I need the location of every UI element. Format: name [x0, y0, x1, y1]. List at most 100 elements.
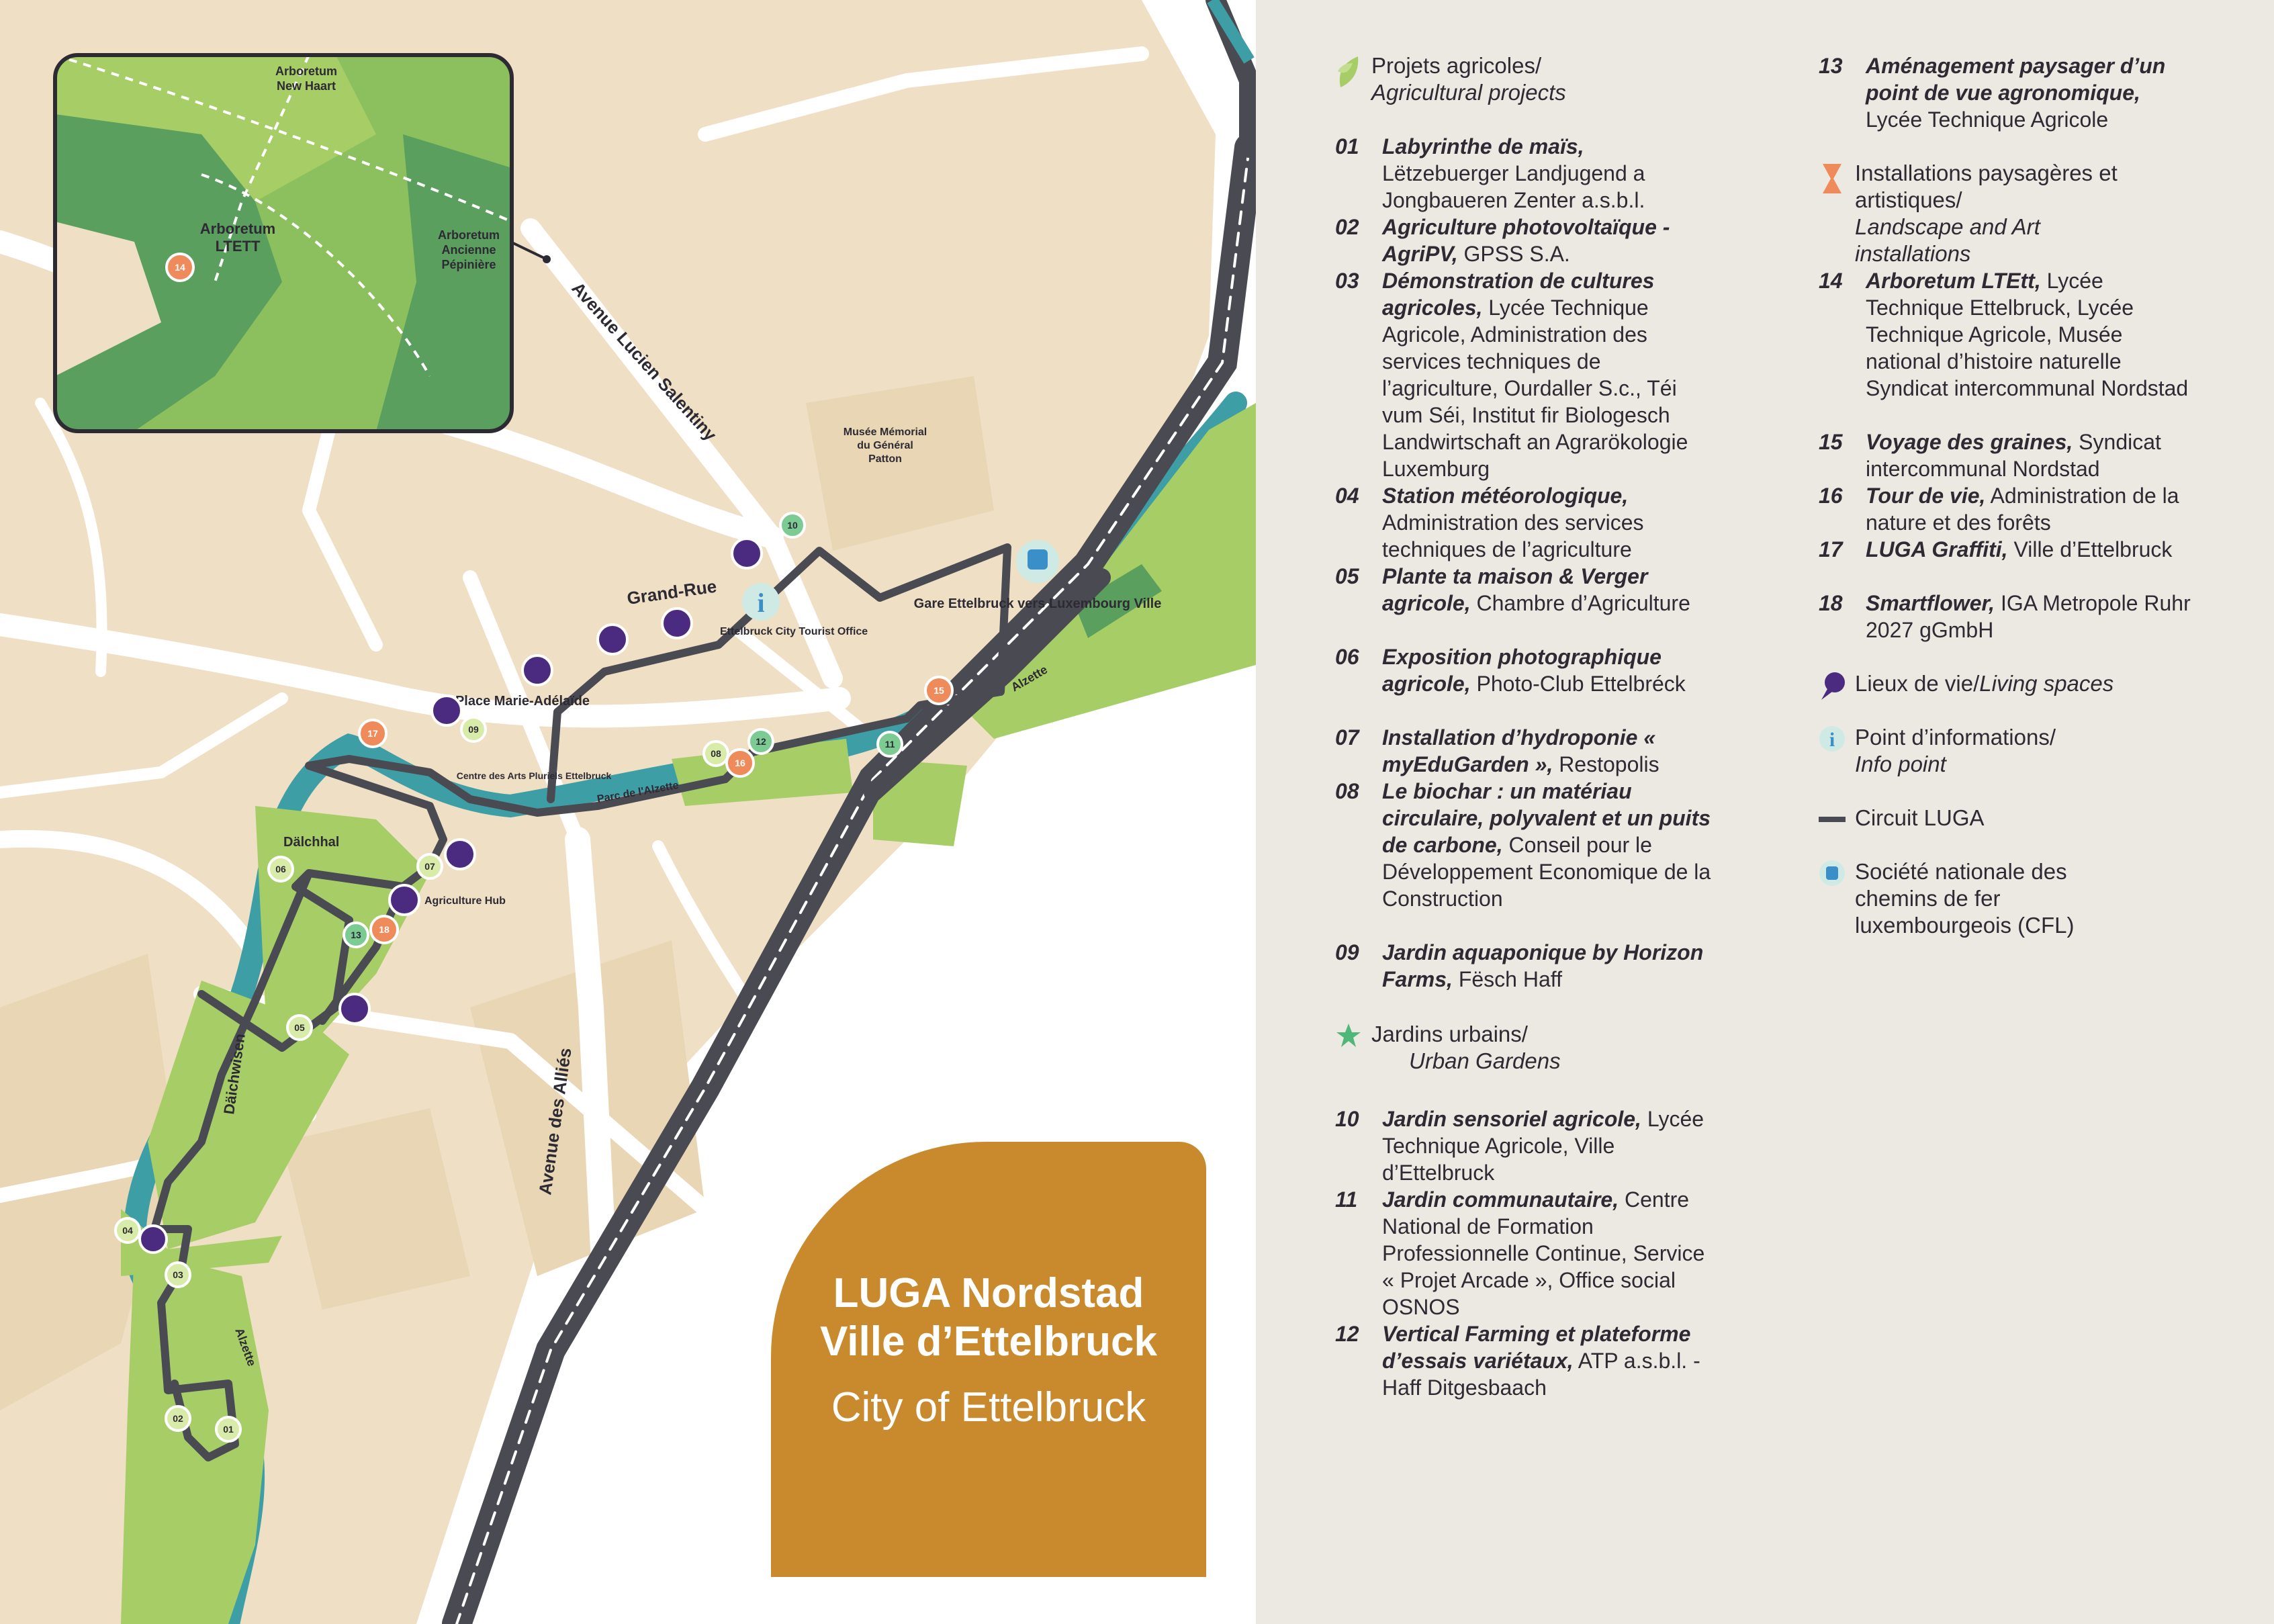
living-pin[interactable]	[338, 993, 371, 1025]
title-card: LUGA Nordstad Ville d’Ettelbruck City of…	[771, 1142, 1206, 1577]
entry-text: Voyage des graines, Syndicat intercommun…	[1866, 428, 2195, 482]
entry-partners: Ville d’Ettelbruck	[2007, 537, 2173, 561]
entry-partners: Conseil pour le Développement Economique…	[1382, 833, 1711, 911]
entry-title: Agriculture photovoltaïque - AgriPV,	[1382, 215, 1670, 266]
svg-text:i: i	[1829, 729, 1835, 751]
marker-agri-05[interactable]: 05	[286, 1014, 313, 1041]
svg-text:03: 03	[173, 1269, 183, 1280]
entry-text: Jardin communautaire, Centre National de…	[1382, 1186, 1711, 1320]
entry-number: 14	[1819, 269, 1843, 293]
entry-text: Labyrinthe de maïs, Lëtzebuerger Landjug…	[1382, 133, 1711, 214]
label-centre-arts: Centre des Arts Pluriels Ettelbruck	[457, 770, 612, 781]
entry-text: Aménagement paysager d’un point de vue a…	[1866, 52, 2195, 133]
pin-icon	[1821, 672, 1845, 700]
legend-cat-living: Lieux de vie/Living spaces	[1819, 670, 2113, 701]
living-pin[interactable]	[138, 1224, 168, 1254]
label-patton-museum-3: Patton	[868, 453, 902, 465]
train-icon	[1819, 860, 1845, 886]
entry-title: Station météorologique,	[1382, 484, 1629, 508]
entry-number: 11	[1335, 1187, 1358, 1212]
marker-art-16[interactable]: 16	[725, 748, 755, 778]
entry-text: Le biochar : un matériau circulaire, pol…	[1382, 778, 1711, 912]
entry-title: Exposition photographique agricole,	[1382, 645, 1662, 696]
marker-agri-04[interactable]: 04	[114, 1217, 141, 1244]
living-pin[interactable]	[521, 654, 553, 686]
entry-partners: ATP a.s.b.l. - Haff Ditgesbaach	[1382, 1349, 1700, 1400]
legend-entry-11: 11 Jardin communautaire, Centre National …	[1335, 1186, 1711, 1320]
marker-agri-08[interactable]: 08	[702, 740, 729, 767]
city-map: Avenue Lucien Salentiny Grand-Rue Avenue…	[0, 0, 1256, 1624]
living-pin[interactable]	[430, 694, 463, 727]
cat-info-alt: Info point	[1855, 752, 1946, 776]
svg-text:07: 07	[424, 861, 435, 872]
marker-agri-03[interactable]: 03	[165, 1261, 191, 1288]
marker-art-15[interactable]: 15	[924, 676, 954, 705]
living-pin[interactable]	[731, 537, 763, 570]
inset-map: Arboretum New Haart Arboretum LTETT Arbo…	[53, 53, 551, 433]
entry-partners: Lycée Technique Agricole	[1866, 107, 2109, 132]
entry-text: Jardin sensoriel agricole, Lycée Techniq…	[1382, 1106, 1711, 1186]
entry-partners: Fësch Haff	[1452, 967, 1562, 991]
entry-number: 09	[1335, 940, 1359, 964]
marker-agri-07[interactable]: 07	[416, 853, 443, 880]
star-icon	[1336, 1024, 1361, 1047]
cat-garden-label: Jardins urbains/	[1371, 1022, 1528, 1046]
info-point[interactable]: i	[742, 583, 780, 621]
entry-text: Tour de vie, Administration de la nature…	[1866, 482, 2195, 536]
svg-text:08: 08	[711, 748, 721, 759]
entry-title: Plante ta maison & Verger agricole,	[1382, 564, 1648, 615]
svg-text:17: 17	[367, 728, 378, 739]
info-icon: i	[757, 588, 764, 618]
marker-garden-11[interactable]: 11	[876, 731, 903, 758]
living-pin[interactable]	[444, 838, 476, 870]
entry-number: 03	[1335, 269, 1359, 293]
legend-entry-09: 09 Jardin aquaponique by Horizon Farms, …	[1335, 939, 1711, 993]
entry-number: 04	[1335, 484, 1359, 508]
marker-art-14[interactable]: 14	[165, 253, 195, 282]
entry-number: 05	[1335, 564, 1359, 588]
entry-partners: Photo-Club Ettelbréck	[1470, 672, 1686, 696]
svg-text:06: 06	[275, 864, 286, 874]
marker-art-17[interactable]: 17	[358, 719, 388, 748]
marker-agri-01[interactable]: 01	[215, 1416, 242, 1443]
river-north	[1207, 0, 1255, 64]
entry-text: Démonstration de cultures agricoles, Lyc…	[1382, 267, 1711, 482]
legend-cat-circuit: Circuit LUGA	[1819, 805, 1985, 833]
marker-garden-12[interactable]: 12	[747, 728, 774, 755]
cat-living-alt: Living spaces	[1979, 671, 2114, 696]
legend-panel: Projets agricoles/Agricultural projects …	[1256, 0, 2274, 1624]
living-pin[interactable]	[388, 884, 420, 916]
cat-cfl-label: Société nationale des chemins de fer lux…	[1855, 859, 2075, 938]
park-areas	[121, 403, 1256, 1624]
entry-partners: Administration des services techniques d…	[1382, 510, 1644, 561]
entry-text: Plante ta maison & Verger agricole, Cham…	[1382, 563, 1711, 617]
marker-garden-10[interactable]: 10	[779, 512, 806, 539]
marker-agri-02[interactable]: 02	[165, 1405, 191, 1432]
cat-living-label: Lieux de vie/	[1855, 671, 1980, 696]
entry-title: Jardin communautaire,	[1382, 1187, 1619, 1212]
cat-info-label: Point d’informations/	[1855, 725, 2056, 750]
marker-agri-06[interactable]: 06	[267, 856, 294, 883]
cat-agri-label: Projets agricoles/	[1371, 53, 1542, 78]
cat-art-label: Installations paysagères et artistiques/	[1855, 161, 2118, 212]
label-gare: Gare Ettelbruck vers Luxembourg Ville	[914, 596, 1162, 611]
train-station[interactable]	[1016, 540, 1059, 583]
entry-partners: Chambre d’Agriculture	[1470, 591, 1690, 615]
entry-title: Voyage des graines,	[1866, 430, 2073, 454]
marker-art-18[interactable]: 18	[369, 915, 399, 944]
living-pin[interactable]	[596, 623, 629, 656]
inset-label-ltett-1: Arboretum	[200, 220, 275, 237]
entry-title: Smartflower,	[1866, 591, 1995, 615]
marker-agri-09[interactable]: 09	[460, 716, 487, 743]
marker-garden-13[interactable]: 13	[343, 921, 369, 948]
cat-circuit-label: Circuit LUGA	[1855, 805, 1985, 830]
living-pin[interactable]	[661, 607, 693, 639]
entry-text: Exposition photographique agricole, Phot…	[1382, 643, 1711, 697]
entry-text: Agriculture photovoltaïque - AgriPV, GPS…	[1382, 214, 1711, 267]
